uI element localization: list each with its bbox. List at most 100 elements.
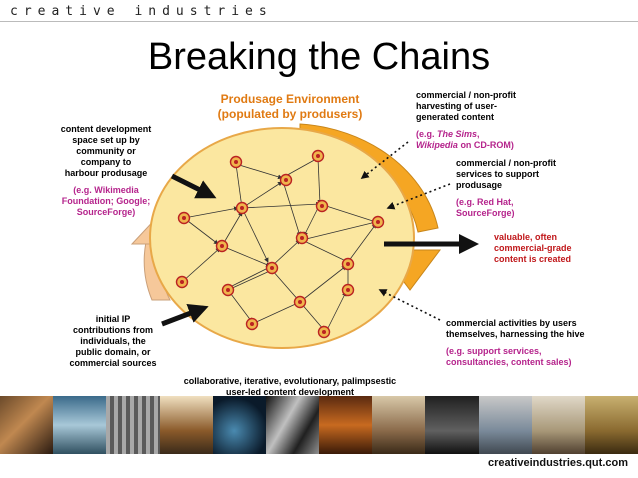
node: [279, 173, 293, 187]
node: [315, 199, 329, 213]
edge: [301, 220, 377, 241]
label-line: harbour produsage: [64, 168, 148, 178]
node: [215, 239, 229, 253]
label-line: valuable, often: [494, 232, 558, 242]
harvesting-example-line2: Wikipedia on CD-ROM): [416, 140, 514, 150]
photo-amber: [584, 396, 638, 454]
slide-title: Breaking the Chains: [147, 36, 491, 78]
node: [293, 295, 307, 309]
header-bar: creative industries: [0, 0, 638, 22]
edge: [241, 207, 269, 263]
label-example: Foundation; Google;: [61, 196, 151, 206]
label-line: commercial / non-profit: [456, 158, 557, 168]
environment-title: Produsage Environment (populated by prod…: [200, 92, 380, 122]
label-example: (e.g. support services,: [446, 346, 542, 356]
photo-facade: [106, 396, 160, 454]
node: [175, 275, 189, 289]
edge: [221, 245, 271, 267]
node: [177, 211, 191, 225]
label-line: contributions from: [73, 325, 153, 335]
label-line: harvesting of user-: [416, 101, 498, 111]
edge: [301, 239, 349, 263]
label-line: collaborative, iterative, evolutionary, …: [183, 376, 397, 386]
node: [341, 257, 355, 271]
label-line: themselves, harnessing the hive: [446, 329, 585, 339]
label-line: initial IP: [95, 314, 131, 324]
node: [245, 317, 259, 331]
edge: [227, 289, 253, 323]
node: [341, 283, 355, 297]
label-line: content is created: [494, 254, 572, 264]
label-example: SourceForge): [456, 208, 515, 218]
label-line: company to: [80, 157, 132, 167]
initial-ip-label: initial IP contributions from individual…: [60, 314, 166, 369]
footer-photo-strip: [0, 396, 638, 454]
label-example: SourceForge): [76, 207, 136, 217]
node: [317, 325, 331, 339]
commercial-activities-label: commercial activities by users themselve…: [446, 318, 626, 368]
brand-wordmark: creative industries: [10, 4, 273, 19]
edge: [299, 265, 347, 303]
photo-orange: [319, 396, 373, 454]
label-line: user-led content development: [225, 387, 355, 397]
environment-title-line2: (populated by produsers): [217, 107, 363, 121]
edge: [181, 247, 221, 283]
photo-gallery: [531, 396, 585, 454]
node: [311, 149, 325, 163]
label-line: public domain, or: [75, 347, 151, 357]
label-line: commercial-grade: [494, 243, 572, 253]
edge: [241, 181, 283, 209]
valuable-content-label: valuable, often commercial-grade content…: [494, 232, 614, 265]
edge: [221, 211, 243, 247]
label-line: commercial sources: [69, 358, 157, 368]
label-line: community or: [76, 146, 136, 156]
edge: [241, 201, 321, 209]
initial-ip-arrow: [161, 303, 209, 327]
photo-light-trails: [265, 396, 320, 454]
edge: [227, 269, 273, 291]
photo-silhouette: [425, 396, 479, 454]
content-dev-label: content development space set up by comm…: [48, 124, 164, 218]
label-line: produsage: [456, 180, 503, 190]
photo-blue-texture: [212, 396, 266, 454]
photo-building: [53, 396, 107, 454]
edge: [271, 269, 301, 303]
photo-dancer: [0, 396, 54, 454]
label-example: consultancies, content sales): [446, 357, 572, 367]
label-line: individuals, the: [80, 336, 146, 346]
services-label: commercial / non-profit services to supp…: [456, 158, 596, 219]
edge: [347, 223, 377, 263]
edge: [317, 157, 323, 205]
edge: [251, 301, 301, 325]
label-line: commercial activities by users: [446, 318, 577, 328]
edge: [319, 203, 377, 224]
node: [371, 215, 385, 229]
label-line: commercial / non-profit: [416, 90, 517, 100]
harvesting-label: commercial / non-profit harvesting of us…: [416, 90, 556, 151]
environment-title-line1: Produsage Environment: [220, 92, 360, 106]
network-nodes: [175, 149, 385, 339]
harvesting-example-line1: (e.g. The Sims,: [416, 129, 480, 139]
label-line: space set up by: [72, 135, 140, 145]
services-arrow: [386, 183, 451, 210]
label-example: (e.g. Wikimedia: [73, 185, 139, 195]
node: [265, 261, 279, 275]
photo-hallway: [478, 396, 532, 454]
edge: [183, 206, 239, 219]
header-rule: [0, 21, 638, 22]
bottom-caption: collaborative, iterative, evolutionary, …: [170, 376, 410, 398]
photo-room: [372, 396, 426, 454]
node: [295, 231, 309, 245]
edge: [183, 217, 219, 245]
edge: [234, 163, 243, 209]
label-example: (e.g. Red Hat,: [456, 197, 514, 207]
edge: [227, 265, 273, 289]
edge: [235, 163, 283, 180]
label-line: services to support: [456, 169, 540, 179]
content-dev-arrow: [170, 173, 217, 199]
network-edges: [181, 157, 377, 333]
edge: [281, 177, 302, 237]
edge: [325, 291, 347, 333]
